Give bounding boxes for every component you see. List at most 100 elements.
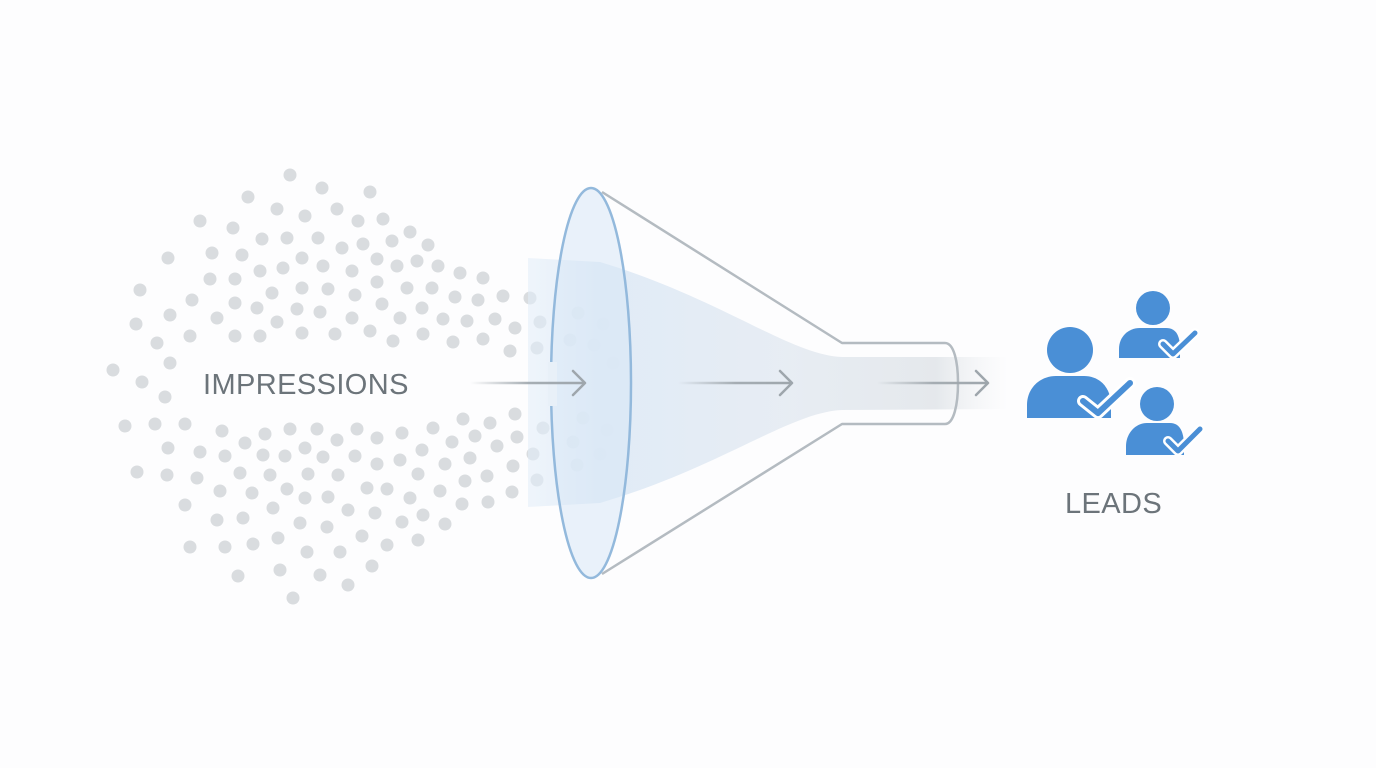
impression-dot: [370, 252, 384, 266]
impression-dot: [363, 185, 377, 199]
impression-dot: [286, 591, 300, 605]
impression-dot: [228, 272, 242, 286]
impression-dot: [178, 417, 192, 431]
impression-dot: [205, 246, 219, 260]
impression-dot: [480, 469, 494, 483]
impression-dot: [463, 451, 477, 465]
impression-dot: [345, 311, 359, 325]
impression-dot: [265, 286, 279, 300]
impression-dot: [256, 448, 270, 462]
impression-dot: [233, 466, 247, 480]
impression-dot: [416, 508, 430, 522]
impression-dot: [410, 254, 424, 268]
impression-dot: [135, 375, 149, 389]
impression-dot: [468, 429, 482, 443]
impression-dot: [415, 443, 429, 457]
impression-dot: [129, 317, 143, 331]
impression-dot: [395, 426, 409, 440]
impression-dot: [425, 281, 439, 295]
impression-dot: [316, 259, 330, 273]
impression-dot: [471, 293, 485, 307]
impression-dot: [313, 568, 327, 582]
impression-dot: [270, 315, 284, 329]
impression-dot: [341, 503, 355, 517]
impression-dot: [295, 281, 309, 295]
impression-dot: [460, 314, 474, 328]
impression-dot: [330, 202, 344, 216]
impression-dot: [228, 329, 242, 343]
impression-dot: [433, 484, 447, 498]
impression-dot: [161, 251, 175, 265]
impression-dot: [341, 578, 355, 592]
impression-dot: [283, 168, 297, 182]
impression-dot: [193, 445, 207, 459]
impression-dot: [503, 344, 517, 358]
impression-dot: [203, 272, 217, 286]
impression-dot: [510, 430, 524, 444]
impression-dot: [238, 436, 252, 450]
impression-dot: [421, 238, 435, 252]
impression-dot: [298, 491, 312, 505]
impression-dot: [226, 221, 240, 235]
impression-dot: [278, 449, 292, 463]
impression-dot: [446, 335, 460, 349]
impression-dot: [316, 450, 330, 464]
impression-dot: [118, 419, 132, 433]
flow-arrow-out-of-funnel: [877, 369, 990, 397]
impression-dot: [411, 533, 425, 547]
impression-dot: [321, 282, 335, 296]
impression-dot: [496, 289, 510, 303]
lead-person-check-icon: [1126, 387, 1205, 456]
impression-dot: [228, 296, 242, 310]
impression-dot: [163, 308, 177, 322]
impression-dot: [508, 407, 522, 421]
impression-dot: [458, 474, 472, 488]
impression-dot: [400, 281, 414, 295]
impression-dot: [370, 457, 384, 471]
impression-dot: [183, 329, 197, 343]
impression-dot: [263, 468, 277, 482]
impression-dot: [320, 520, 334, 534]
impression-dot: [416, 327, 430, 341]
impression-dot: [213, 484, 227, 498]
lead-person-check-icon: [1027, 327, 1136, 419]
impression-dot: [476, 271, 490, 285]
impression-dot: [505, 485, 519, 499]
impression-dot: [313, 305, 327, 319]
impression-dot: [431, 259, 445, 273]
lead-person-check-icon: [1119, 291, 1200, 359]
impression-dot: [508, 321, 522, 335]
impression-dot: [345, 264, 359, 278]
impression-dot: [290, 302, 304, 316]
impression-dot: [236, 511, 250, 525]
impression-dot: [506, 459, 520, 473]
impression-dot: [210, 311, 224, 325]
impression-dot: [481, 495, 495, 509]
impression-dot: [360, 481, 374, 495]
impression-dot: [310, 422, 324, 436]
impression-dot: [393, 453, 407, 467]
impression-dot: [133, 283, 147, 297]
impression-dot: [250, 301, 264, 315]
impression-dot: [301, 467, 315, 481]
impression-dot: [270, 202, 284, 216]
impression-dot: [445, 435, 459, 449]
impression-dot: [241, 190, 255, 204]
impression-dot: [483, 416, 497, 430]
impression-dot: [380, 538, 394, 552]
impression-dot: [426, 421, 440, 435]
impression-dot: [375, 297, 389, 311]
impression-dot: [390, 259, 404, 273]
impression-dot: [333, 545, 347, 559]
impression-dot: [331, 468, 345, 482]
impression-dot: [295, 251, 309, 265]
impression-dot: [335, 241, 349, 255]
impression-dot: [355, 529, 369, 543]
impression-dot: [350, 422, 364, 436]
impression-dot: [438, 517, 452, 531]
impression-dot: [235, 248, 249, 262]
impression-dot: [395, 515, 409, 529]
impression-dot: [453, 266, 467, 280]
impression-dot: [190, 471, 204, 485]
impression-dot: [348, 288, 362, 302]
